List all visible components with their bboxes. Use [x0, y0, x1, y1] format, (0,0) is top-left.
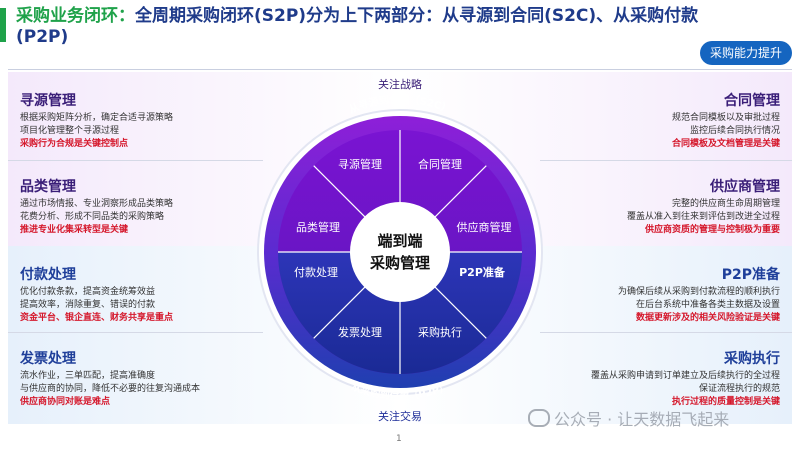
block-desc: 通过市场情报、专业洞察形成品类策略: [20, 199, 174, 209]
block-key-point: 供应商资质的管理与控制极为重要: [644, 225, 780, 235]
wheel-center: [350, 202, 450, 302]
segment-category: 品类管理: [296, 220, 340, 234]
block-desc: 流水作业，三单匹配，提高准确度: [20, 371, 156, 381]
left-separator-2: [8, 332, 263, 333]
block-execution: 采购执行 覆盖从采购申请到订单建立及后续执行的全过程 保证流程执行的规范 执行过…: [500, 350, 780, 409]
segment-p2p-prep: P2P准备: [459, 265, 506, 279]
center-line-1: 端到端: [377, 232, 422, 250]
top-divider: [8, 69, 792, 70]
right-separator-1: [540, 160, 792, 161]
page-title: 采购业务闭环：全周期采购闭环(S2P)分为上下两部分：从寻源到合同(S2C)、从…: [16, 6, 716, 48]
block-key-point: 供应商协同对账是难点: [20, 397, 111, 407]
block-desc: 优化付款条款，提高资金统筹效益: [20, 287, 156, 297]
block-p2p-prep: P2P准备 为确保后续从采购到付款流程的顺利执行 在后台系统中准备各类主数据及设…: [500, 266, 780, 325]
block-desc: 在后台系统中准备各类主数据及设置: [635, 300, 780, 310]
block-supplier: 供应商管理 完整的供应商生命周期管理 覆盖从准入到往来到评估到改进全过程 供应商…: [500, 178, 780, 237]
block-sourcing: 寻源管理 根据采购矩阵分析，确定合适寻源策略 项目化管理整个寻源过程 采购行为合…: [20, 92, 300, 151]
block-key-point: 推进专业化集采转型是关键: [20, 225, 129, 235]
block-desc: 根据采购矩阵分析，确定合适寻源策略: [20, 113, 174, 123]
block-desc: 完整的供应商生命周期管理: [671, 199, 780, 209]
left-separator-1: [8, 160, 263, 161]
block-desc: 保证流程执行的规范: [698, 384, 780, 394]
transaction-focus-label: 关注交易: [378, 409, 422, 423]
block-title: 采购执行: [724, 351, 780, 367]
block-desc: 覆盖从采购申请到订单建立及后续执行的全过程: [590, 371, 780, 381]
block-key-point: 资金平台、银企直连、财务共享是重点: [20, 313, 174, 323]
block-payment: 付款处理 优化付款条款，提高资金统筹效益 提高效率，消除重复、错误的付款 资金平…: [20, 266, 300, 325]
page-number: 1: [396, 434, 402, 444]
segment-contract: 合同管理: [418, 157, 462, 171]
block-desc: 为确保后续从采购到付款流程的顺利执行: [617, 287, 780, 297]
block-title: 品类管理: [20, 179, 76, 195]
center-line-2: 采购管理: [369, 254, 430, 272]
segment-payment: 付款处理: [294, 265, 338, 279]
right-separator-2: [540, 332, 792, 333]
block-desc: 花费分析、形成不同品类的采购策略: [20, 212, 165, 222]
block-key-point: 数据更新涉及的相关风险验证是关键: [635, 313, 780, 323]
block-key-point: 执行过程的质量控制是关键: [671, 397, 780, 407]
segment-sourcing: 寻源管理: [338, 157, 382, 171]
title-green-part: 采购业务闭环：: [16, 6, 135, 26]
block-title: 发票处理: [20, 351, 76, 367]
block-category: 品类管理 通过市场情报、专业洞察形成品类策略 花费分析、形成不同品类的采购策略 …: [20, 178, 300, 237]
block-key-point: 合同模板及文档管理是关键: [671, 139, 780, 149]
block-title: 付款处理: [20, 267, 76, 283]
title-accent-bar: [0, 8, 6, 42]
block-title: P2P准备: [721, 267, 780, 283]
title-dark-part: 全周期采购闭环(S2P)分为上下两部分：从寻源到合同(S2C)、从采购付款(P2…: [16, 6, 699, 47]
block-desc: 项目化管理整个寻源过程: [20, 126, 120, 136]
segment-invoice: 发票处理: [338, 325, 382, 339]
strategy-focus-label: 关注战略: [378, 77, 422, 91]
block-desc: 监控后续合同执行情况: [689, 126, 780, 136]
segment-execution: 采购执行: [418, 325, 462, 339]
block-contract: 合同管理 规范合同模板以及审批过程 监控后续合同执行情况 合同模板及文档管理是关…: [500, 92, 780, 151]
capability-badge: 采购能力提升: [700, 41, 792, 65]
block-key-point: 采购行为合规是关键控制点: [20, 139, 129, 149]
watermark: 公众号 · 让天数据飞起来: [528, 406, 729, 430]
segment-supplier: 供应商管理: [457, 220, 512, 234]
block-title: 寻源管理: [20, 93, 76, 109]
block-title: 供应商管理: [710, 179, 780, 195]
block-desc: 提高效率，消除重复、错误的付款: [20, 300, 156, 310]
block-desc: 与供应商的协同，降低不必要的往复沟通成本: [20, 384, 201, 394]
block-invoice: 发票处理 流水作业，三单匹配，提高准确度 与供应商的协同，降低不必要的往复沟通成…: [20, 350, 300, 409]
block-desc: 规范合同模板以及审批过程: [671, 113, 780, 123]
block-desc: 覆盖从准入到往来到评估到改进全过程: [626, 212, 780, 222]
block-title: 合同管理: [724, 93, 780, 109]
wechat-icon: [528, 409, 550, 427]
watermark-text: 公众号 · 让天数据飞起来: [554, 410, 730, 429]
